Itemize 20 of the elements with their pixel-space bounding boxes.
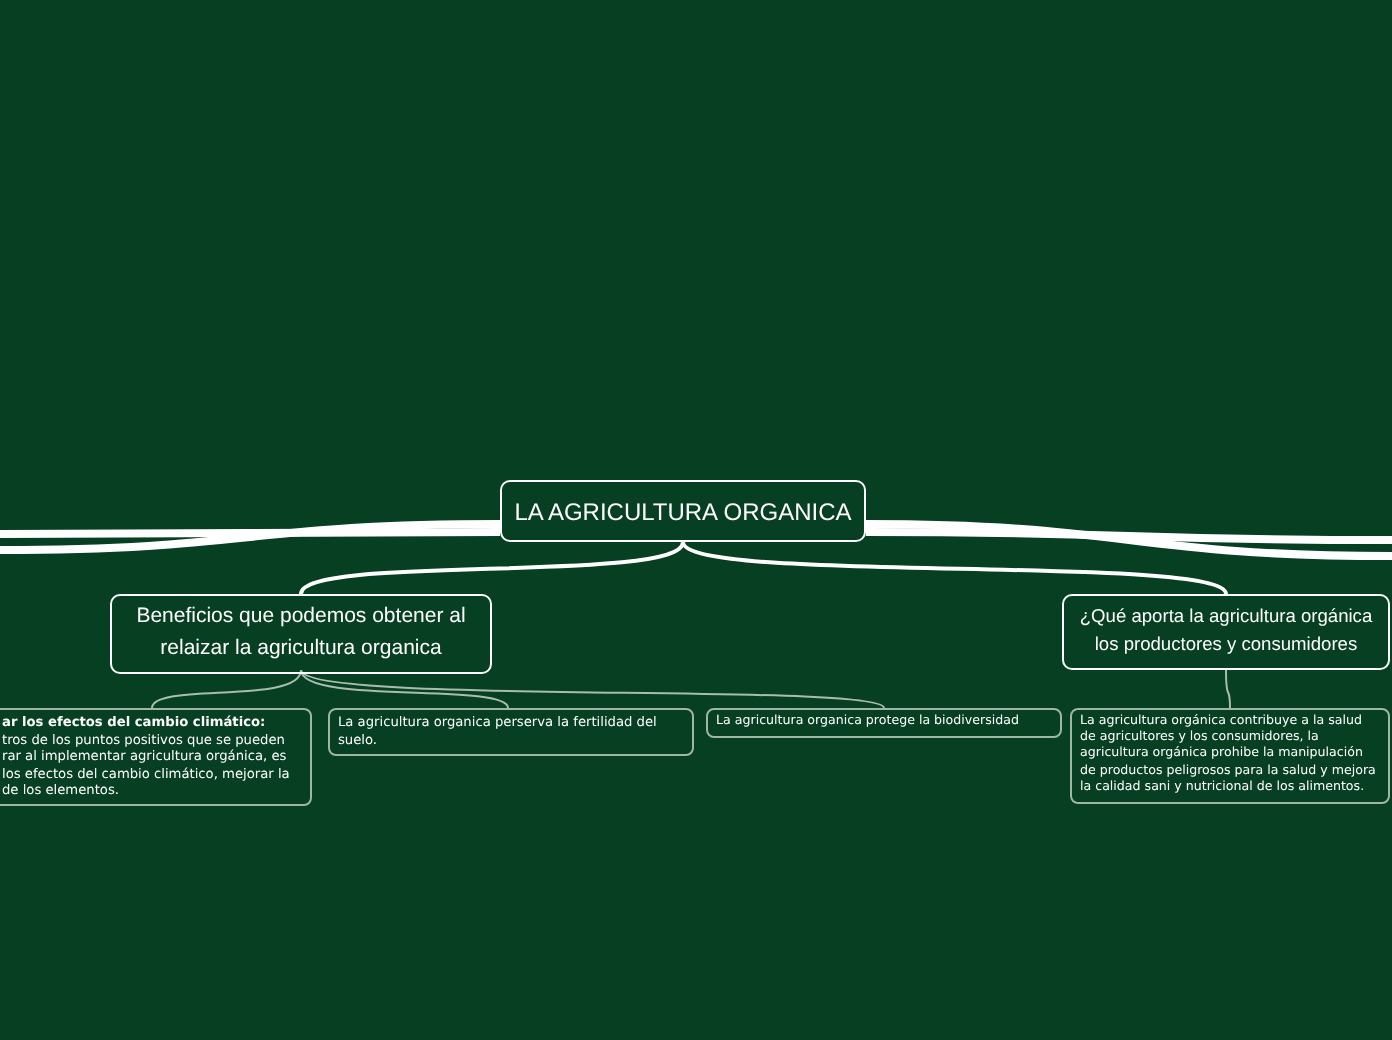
connector-line <box>299 540 685 596</box>
topic-box <box>110 594 492 673</box>
branch-line <box>0 528 500 538</box>
connector-line <box>1225 669 1231 709</box>
branch-line <box>865 520 1392 560</box>
node-text: LA AGRICULTURA ORGANICA <box>512 495 854 529</box>
connector-line <box>151 669 302 709</box>
node-text: ¿Qué aporta la agricultura orgánica los productores y consumidores <box>1077 604 1375 658</box>
connector-line <box>300 669 509 709</box>
node-text: Beneficios que podemos obtener al relaizar la agricultura organica <box>134 602 468 664</box>
topic-box <box>500 480 866 542</box>
connector-line <box>681 540 1228 596</box>
text-box <box>706 708 1062 738</box>
branch-line <box>866 528 1392 544</box>
text-box <box>1070 708 1390 804</box>
branch-line <box>0 520 501 554</box>
topic-box <box>1062 594 1390 670</box>
connector-line <box>300 669 885 709</box>
text-box <box>0 708 312 806</box>
text-box <box>328 708 694 756</box>
